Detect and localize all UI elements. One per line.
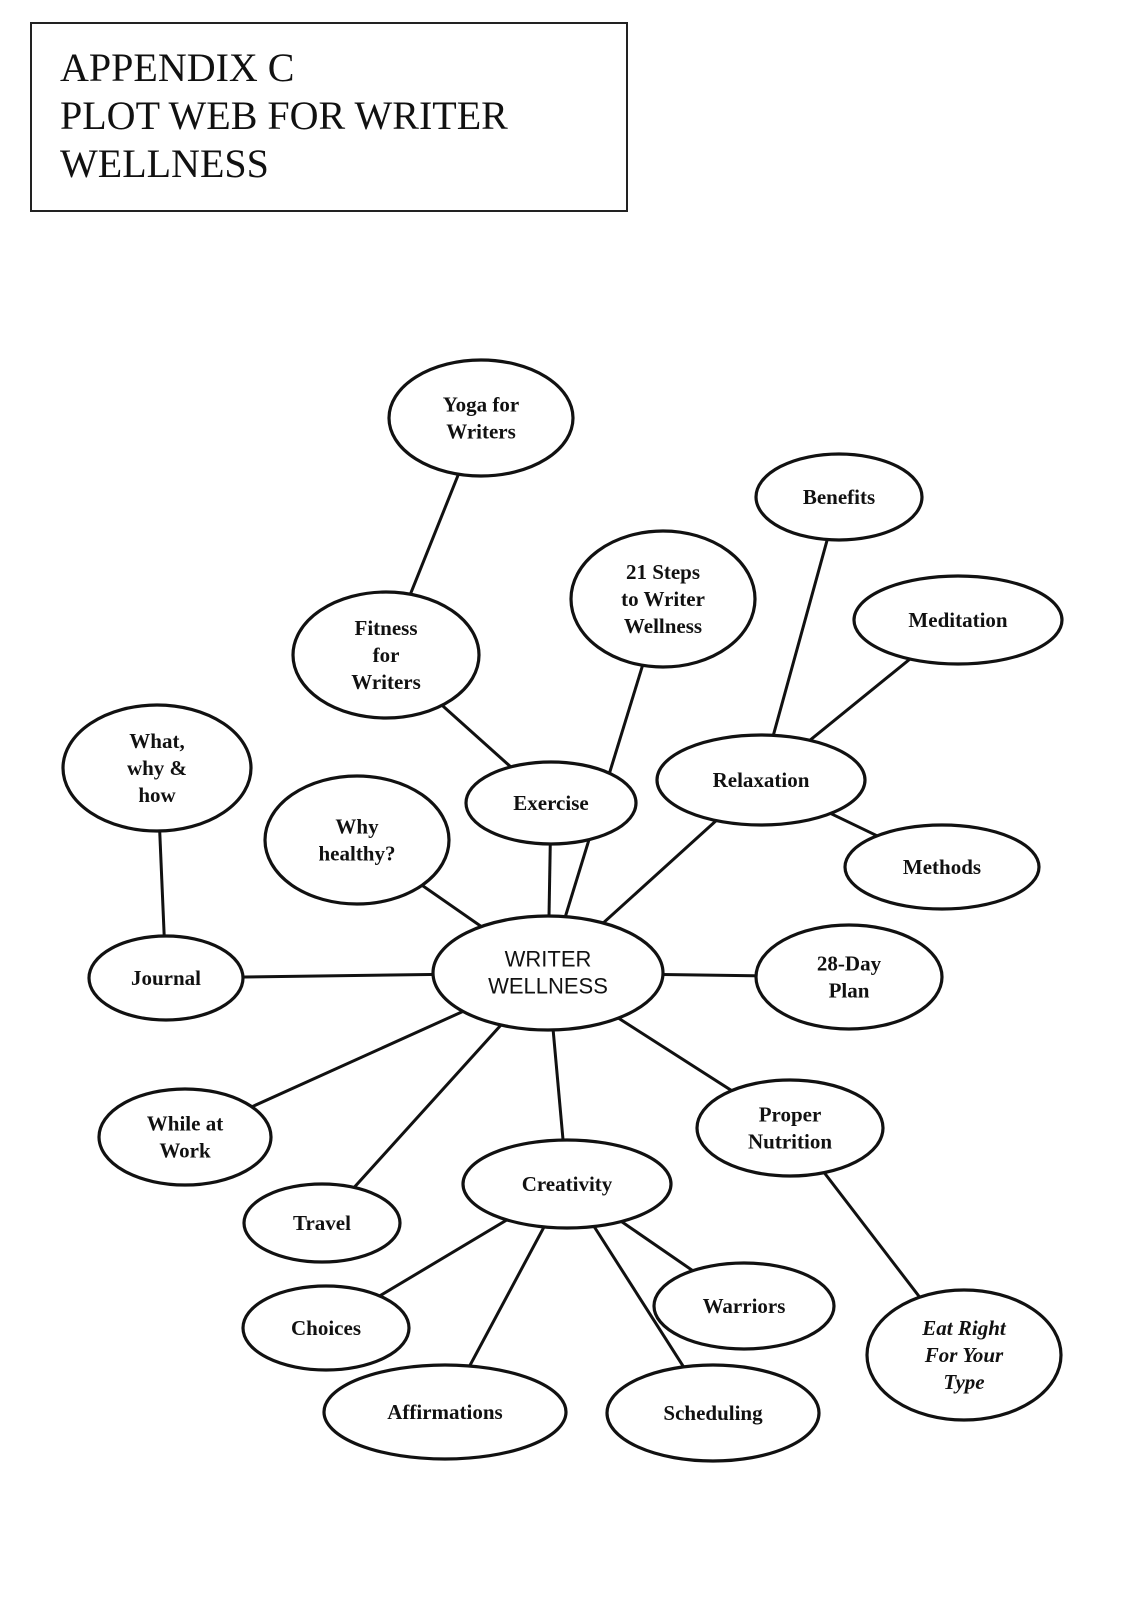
- node-whatwhy-label-2: how: [138, 783, 176, 807]
- node-meditation-label-0: Meditation: [908, 608, 1007, 632]
- node-work-label-0: While at: [147, 1112, 223, 1136]
- node-scheduling-label-0: Scheduling: [663, 1401, 763, 1425]
- node-whyhealthy-label-1: healthy?: [318, 842, 395, 866]
- node-journal-label-0: Journal: [131, 966, 201, 990]
- node-fitness-ellipse: [291, 590, 481, 720]
- node-work: While at Work: [97, 1087, 273, 1187]
- node-fitness-label-1: for: [373, 643, 400, 667]
- node-meditation: Meditation: [852, 574, 1064, 666]
- node-affirmations-ellipse: [322, 1363, 568, 1461]
- node-relaxation-label-0: Relaxation: [713, 768, 810, 792]
- title-line-3: WELLNESS: [60, 141, 269, 186]
- node-yoga-label-0: Yoga for: [443, 393, 519, 417]
- node-exercise-ellipse: [464, 760, 638, 846]
- node-benefits: Benefits: [754, 452, 924, 542]
- node-eatright-label-0: Eat Right: [921, 1316, 1007, 1340]
- node-choices-ellipse: [241, 1284, 411, 1372]
- node-scheduling: Scheduling: [605, 1363, 821, 1463]
- node-meditation-ellipse: [852, 574, 1064, 666]
- node-steps-ellipse: [569, 529, 757, 669]
- node-steps-label-2: Wellness: [624, 614, 702, 638]
- node-creativity-ellipse: [461, 1138, 673, 1230]
- node-whyhealthy-label-0: Why: [335, 815, 379, 839]
- node-warriors-ellipse: [652, 1261, 836, 1351]
- edge-benefits-relaxation: [759, 496, 841, 781]
- node-whatwhy-ellipse: [61, 703, 253, 833]
- node-methods: Methods: [843, 823, 1041, 911]
- node-center-label-0: WRITER: [505, 947, 592, 972]
- node-exercise-label-0: Exercise: [513, 791, 588, 815]
- node-scheduling-ellipse: [605, 1363, 821, 1463]
- node-steps-label-1: to Writer: [621, 587, 705, 611]
- node-creativity-label-0: Creativity: [522, 1172, 613, 1196]
- node-travel-label-0: Travel: [293, 1211, 351, 1235]
- node-steps-label-0: 21 Steps: [626, 560, 700, 584]
- node-center-label-1: WELLNESS: [488, 974, 608, 999]
- title-line-1: APPENDIX C: [60, 45, 295, 90]
- node-journal: Journal: [87, 934, 245, 1022]
- node-eatright-ellipse: [865, 1288, 1063, 1422]
- node-plan-ellipse: [754, 923, 944, 1031]
- node-warriors-label-0: Warriors: [703, 1294, 786, 1318]
- node-fitness-label-2: Writers: [351, 670, 421, 694]
- node-eatright-label-1: For Your: [924, 1343, 1004, 1367]
- node-yoga-ellipse: [387, 358, 575, 478]
- node-plan-label-1: Plan: [829, 979, 870, 1003]
- node-travel: Travel: [242, 1182, 402, 1264]
- node-work-label-1: Work: [159, 1139, 211, 1163]
- title-line-2: PLOT WEB FOR WRITER: [60, 93, 508, 138]
- node-benefits-label-0: Benefits: [803, 485, 875, 509]
- node-affirmations: Affirmations: [322, 1363, 568, 1461]
- node-whyhealthy-ellipse: [263, 774, 451, 906]
- node-center-ellipse: [431, 914, 665, 1032]
- node-eatright-label-2: Type: [943, 1370, 984, 1394]
- node-whyhealthy: Why healthy?: [263, 774, 451, 906]
- node-whatwhy: What, why & how: [61, 703, 253, 833]
- node-choices: Choices: [241, 1284, 411, 1372]
- node-nutrition-label-1: Nutrition: [748, 1130, 832, 1154]
- node-relaxation-ellipse: [655, 733, 867, 827]
- node-benefits-ellipse: [754, 452, 924, 542]
- node-warriors: Warriors: [652, 1261, 836, 1351]
- node-travel-ellipse: [242, 1182, 402, 1264]
- node-work-ellipse: [97, 1087, 273, 1187]
- node-fitness-label-0: Fitness: [355, 616, 418, 640]
- node-plan-label-0: 28-Day: [817, 952, 882, 976]
- node-methods-ellipse: [843, 823, 1041, 911]
- node-creativity: Creativity: [461, 1138, 673, 1230]
- node-methods-label-0: Methods: [903, 855, 981, 879]
- node-choices-label-0: Choices: [291, 1316, 361, 1340]
- node-whatwhy-label-1: why &: [127, 756, 187, 780]
- node-nutrition-ellipse: [695, 1078, 885, 1178]
- node-nutrition-label-0: Proper: [759, 1103, 822, 1127]
- node-journal-ellipse: [87, 934, 245, 1022]
- node-relaxation: Relaxation: [655, 733, 867, 827]
- node-affirmations-label-0: Affirmations: [387, 1400, 502, 1424]
- node-yoga-label-1: Writers: [446, 420, 516, 444]
- node-exercise: Exercise: [464, 760, 638, 846]
- title-box: APPENDIX C PLOT WEB FOR WRITER WELLNESS: [30, 22, 628, 212]
- node-whatwhy-label-0: What,: [129, 729, 184, 753]
